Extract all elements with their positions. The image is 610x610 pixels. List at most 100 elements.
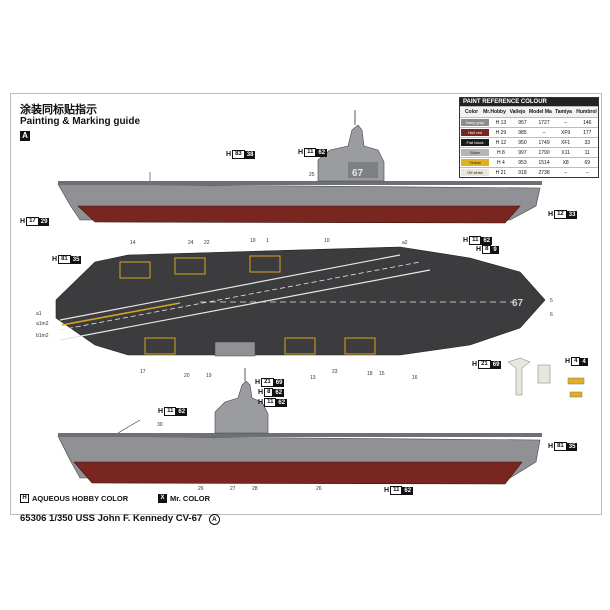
deck-yellow-line — [61, 302, 181, 326]
starboard-profile: 67 — [57, 110, 542, 224]
starboard-island-block — [348, 162, 378, 178]
reference-cell: 957 — [518, 119, 527, 126]
legend-hobby-mark: H — [20, 494, 29, 503]
kit-title-text: 65306 1/350 USS John F. Kennedy CV-67 — [20, 513, 203, 524]
part-number: 13 — [310, 375, 316, 381]
port-red-hull — [73, 461, 523, 485]
part-number: 19 — [250, 238, 256, 244]
reference-swatch: Silver — [461, 149, 490, 156]
deck-yellow-markings — [119, 255, 376, 355]
part-number: 17 — [140, 369, 146, 375]
reference-cell: – — [564, 169, 568, 176]
reference-cell: H 29 — [495, 129, 507, 136]
starboard-red-hull — [77, 205, 521, 224]
reference-column-header: Humbrol — [576, 109, 597, 115]
reference-swatch: Navy gray — [461, 119, 490, 126]
reference-column-header: Model Master — [529, 109, 552, 115]
reference-cell: H 4 — [496, 159, 505, 166]
part-number: 28 — [252, 486, 258, 492]
deck-hull-number: 67 — [512, 298, 524, 309]
port-profile — [57, 368, 542, 485]
part-number: 26 — [316, 486, 322, 492]
reference-cell: 918 — [518, 169, 527, 176]
reference-column-header: Mr.Hobby — [483, 109, 506, 115]
part-number: 10 — [324, 238, 330, 244]
reference-cell: H 12 — [495, 139, 507, 146]
part-number: 15 — [379, 371, 385, 377]
reference-cell: – — [542, 129, 546, 136]
reference-column-header: Vallejo — [509, 109, 526, 115]
reference-cell: 1727 — [538, 119, 550, 126]
tow-tractor — [567, 377, 585, 385]
legend-mr-mark: X — [158, 494, 167, 503]
part-number: b1m2 — [36, 333, 49, 339]
part-number: 26 — [198, 486, 204, 492]
reference-cell: – — [585, 169, 589, 176]
part-number: 14 — [130, 240, 136, 246]
reference-swatch: Hull red — [461, 129, 490, 136]
part-number: 24 — [188, 240, 194, 246]
reference-cell: H 13 — [495, 119, 507, 126]
reference-cell: XF1 — [561, 139, 571, 146]
reference-cell: 985 — [518, 129, 527, 136]
port-crane — [117, 419, 141, 434]
part-number: 19 — [206, 373, 212, 379]
title-chinese: 涂装同标贴指示 — [20, 103, 97, 116]
paint-reference-title: PAINT REFERENCE COLOUR — [460, 98, 598, 106]
reference-cell: XF9 — [561, 129, 571, 136]
part-number: 3 — [514, 273, 517, 279]
reference-swatch: Flat black — [461, 139, 490, 146]
part-number: a1m2 — [36, 321, 49, 327]
reference-cell: – — [564, 119, 568, 126]
part-number: a2 — [402, 240, 408, 246]
deck-island-topview — [214, 341, 256, 357]
angled-deck-line-2 — [59, 269, 431, 341]
title-english: Painting & Marking guide — [20, 116, 141, 127]
legend-mr-color: X Mr. COLOR — [158, 494, 210, 503]
part-number: 25 — [309, 172, 315, 178]
deck-vehicles — [507, 357, 585, 398]
part-number: 30 — [157, 422, 163, 428]
part-number: 27 — [230, 486, 236, 492]
port-island — [214, 380, 269, 434]
reference-cell: 1790 — [538, 149, 550, 156]
reference-cell: 1514 — [538, 159, 550, 166]
reference-cell: 950 — [518, 139, 527, 146]
part-number: 6 — [550, 312, 553, 318]
angled-deck-centerline — [59, 261, 421, 331]
reference-cell: H 21 — [495, 169, 507, 176]
reference-column-header: Tamiya — [555, 109, 572, 115]
reference-cell: 953 — [518, 159, 527, 166]
reference-cell: 33 — [584, 139, 591, 146]
part-number: 23 — [332, 369, 338, 375]
legend-mr-text: Mr. COLOR — [170, 494, 211, 503]
reference-row: Navy gray H 13 957 1727 – 146 — [460, 117, 598, 127]
part-number: a1 — [36, 311, 42, 317]
reference-cell: 146 — [583, 119, 592, 126]
reference-cell: 1749 — [538, 139, 550, 146]
reference-cell: 997 — [518, 149, 527, 156]
reference-cell: 11 — [584, 149, 590, 156]
part-number: 20 — [184, 373, 190, 379]
part-number: 1 — [266, 238, 269, 244]
reference-swatch: Yellow — [461, 159, 490, 166]
reference-cell: 2738 — [538, 169, 550, 176]
part-number: 5 — [550, 298, 553, 304]
crane-vehicle — [507, 357, 531, 396]
tow-tractor-2 — [569, 391, 583, 398]
